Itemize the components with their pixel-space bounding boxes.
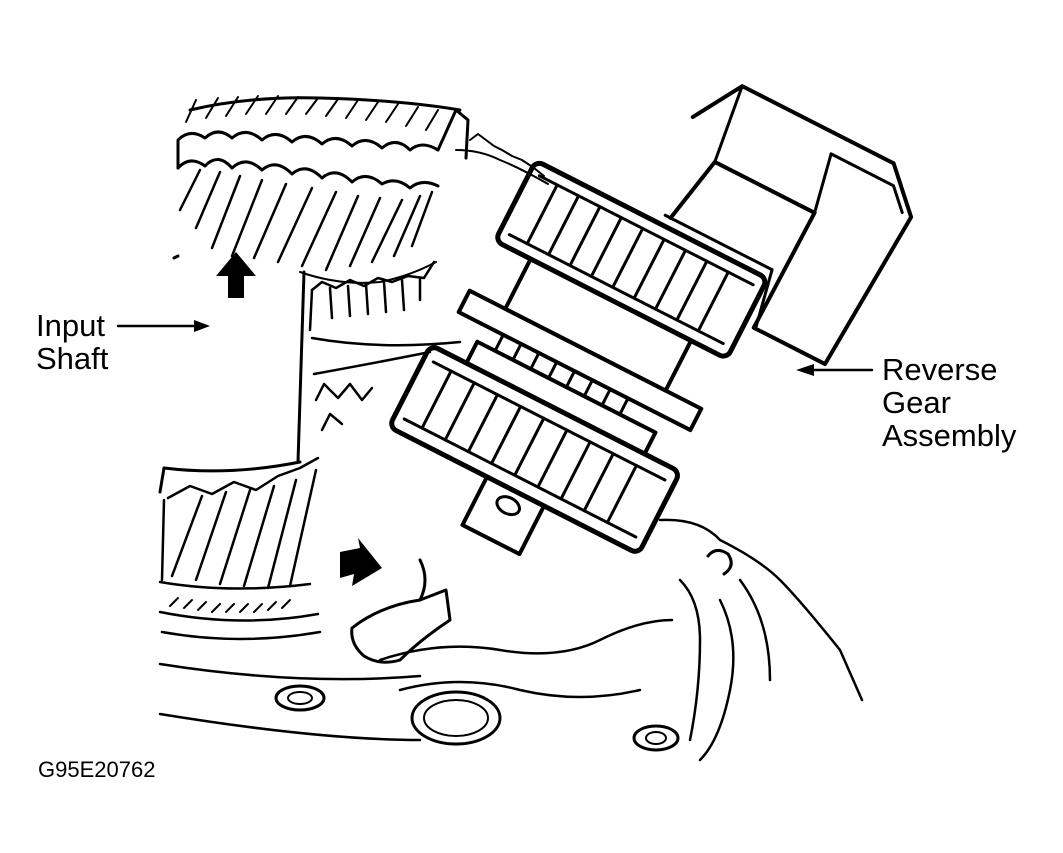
lower-cluster-gear	[158, 456, 322, 641]
reverse-gear-label-line-2: Gear	[882, 385, 951, 420]
input-shaft-label: Input Shaft	[36, 309, 108, 375]
input-shaft-leader	[116, 320, 210, 332]
intermediate-gear	[308, 260, 462, 432]
reverse-gear-assembly-label: Reverse Gear Assembly	[882, 353, 1016, 452]
reverse-gear-assembly	[389, 84, 914, 557]
reverse-gear-label-line-1: Reverse	[882, 352, 998, 387]
figure-id: G95E20762	[38, 757, 156, 782]
reverse-gear-label-line-3: Assembly	[882, 418, 1017, 453]
input-shaft-label-line-1: Input	[36, 308, 105, 343]
transmission-case	[158, 518, 864, 762]
input-shaft	[158, 254, 306, 494]
reverse-gear-leader	[796, 364, 874, 376]
diagonal-movement-arrow	[340, 538, 382, 586]
upper-helical-gear	[176, 95, 549, 284]
upward-movement-arrow	[216, 252, 256, 298]
input-shaft-label-line-2: Shaft	[36, 341, 109, 376]
